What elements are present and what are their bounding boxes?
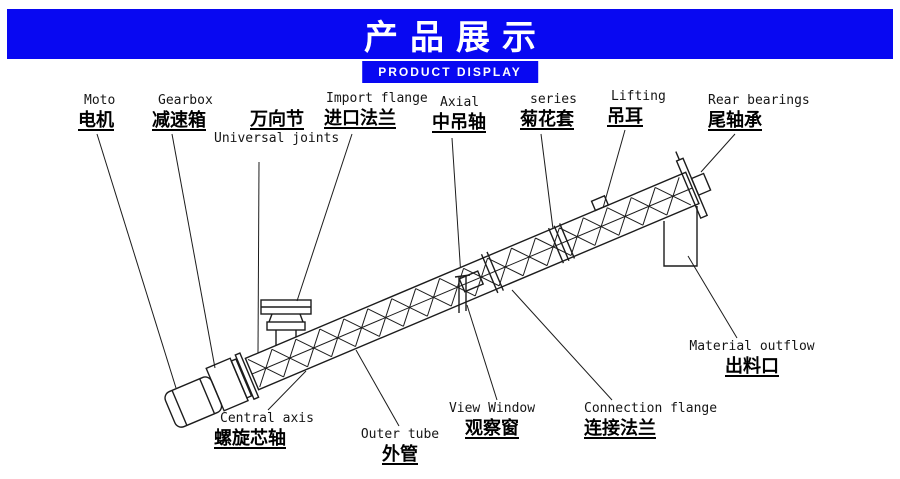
label-series-zh: 菊花套 — [520, 109, 574, 129]
central-axis-line — [251, 187, 693, 375]
label-lifting: Lifting 吊耳 — [607, 89, 666, 128]
label-series-en: series — [530, 92, 577, 107]
label-outer-tube-zh: 外管 — [382, 444, 418, 464]
leader-motor — [96, 133, 177, 389]
label-rear-bearings-en: Rear bearings — [708, 93, 810, 108]
label-central-axis-zh: 螺旋芯轴 — [214, 428, 286, 448]
label-material-outflow: Material outflow 出料口 — [682, 339, 822, 378]
label-gearbox: Gearbox 减速箱 — [152, 93, 213, 132]
label-motor-en: Moto — [84, 93, 116, 108]
label-import-flange-zh: 进口法兰 — [324, 108, 396, 128]
banner-subtitle: PRODUCT DISPLAY — [378, 65, 522, 79]
label-gearbox-zh: 减速箱 — [152, 110, 206, 130]
label-central-axis: Central axis 螺旋芯轴 — [214, 411, 314, 450]
label-material-outflow-en: Material outflow — [689, 339, 815, 354]
label-lifting-zh: 吊耳 — [607, 106, 643, 126]
material-outlet-shape — [663, 206, 698, 267]
lifting-lug-shape — [590, 194, 610, 212]
label-connection-flange-zh: 连接法兰 — [584, 418, 656, 438]
label-motor-zh: 电机 — [78, 110, 114, 130]
leader-universal-joints — [257, 161, 260, 354]
banner-title: 产品展示 — [364, 18, 548, 57]
leader-view-window — [466, 304, 498, 401]
label-motor: Moto 电机 — [78, 93, 115, 132]
leader-rear-bearings — [700, 133, 736, 173]
leader-central-axis — [267, 370, 307, 411]
leader-outer-tube — [355, 349, 400, 427]
label-view-window-zh: 观察窗 — [465, 418, 519, 438]
label-connection-flange-en: Connection flange — [584, 401, 718, 416]
hanger-bearing-shape — [454, 274, 471, 313]
leader-lines — [96, 129, 738, 427]
label-gearbox-en: Gearbox — [158, 93, 213, 108]
leader-series — [540, 133, 554, 230]
label-import-flange: Import flange 进口法兰 — [324, 91, 428, 130]
label-lifting-en: Lifting — [611, 89, 666, 104]
label-view-window-en: View Window — [448, 401, 536, 416]
label-axial-zh: 中吊轴 — [432, 112, 486, 132]
label-universal-joints-zh: 万向节 — [250, 109, 304, 129]
label-axial: Axial 中吊轴 — [432, 95, 486, 134]
label-rear-bearings: Rear bearings 尾轴承 — [708, 93, 810, 132]
leader-axial — [451, 137, 462, 278]
leader-connection-flange — [511, 289, 613, 401]
connection-flange-shape — [480, 253, 499, 294]
label-series: series 菊花套 — [520, 92, 577, 131]
label-material-outflow-zh: 出料口 — [725, 356, 779, 376]
leader-import-flange — [296, 133, 353, 302]
leader-material-outflow — [687, 255, 738, 339]
banner: 产品展示 — [7, 9, 893, 59]
leader-gearbox — [171, 133, 216, 369]
label-axial-en: Axial — [440, 95, 480, 110]
label-outer-tube-en: Outer tube — [360, 427, 440, 442]
series-sleeve-shape — [547, 227, 565, 264]
label-view-window: View Window 观察窗 — [444, 401, 540, 440]
label-universal-joints: 万向节 Universal joints — [214, 107, 339, 146]
label-rear-bearings-zh: 尾轴承 — [708, 110, 762, 130]
label-outer-tube: Outer tube 外管 — [356, 427, 444, 466]
label-central-axis-en: Central axis — [220, 411, 314, 426]
label-import-flange-en: Import flange — [326, 91, 428, 106]
label-universal-joints-en: Universal joints — [214, 131, 340, 146]
conveyor-body — [164, 151, 712, 428]
label-connection-flange: Connection flange 连接法兰 — [584, 401, 717, 440]
banner-subtitle-bar: PRODUCT DISPLAY — [362, 61, 538, 83]
universal-joint-shape — [230, 358, 253, 399]
leader-lifting — [602, 129, 626, 209]
inlet-pipe — [260, 299, 312, 346]
